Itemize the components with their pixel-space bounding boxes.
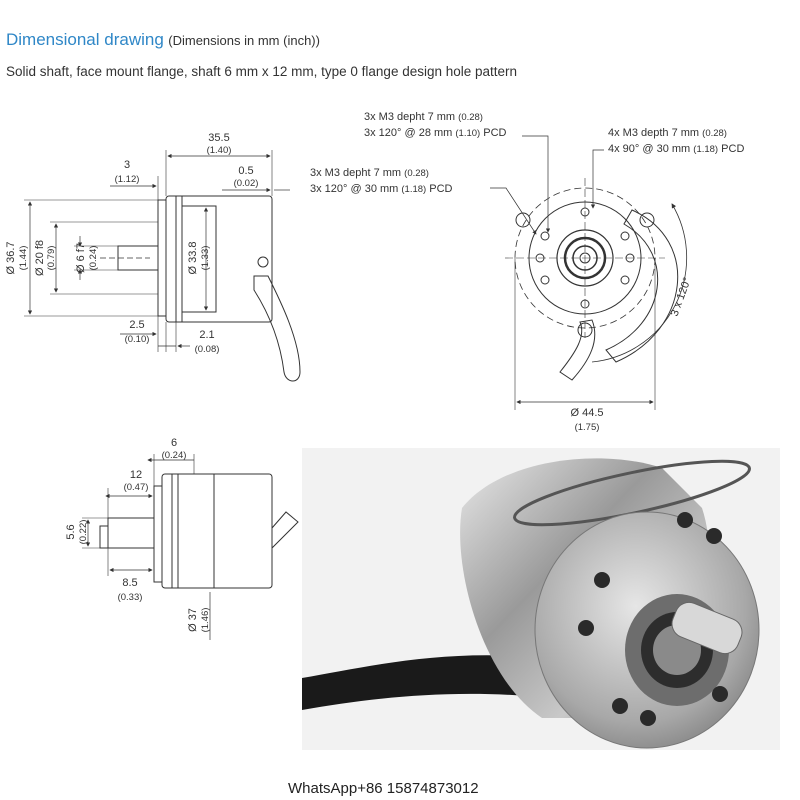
cable-gland (257, 256, 269, 268)
holes-30-a: 3x M3 depht 7 mm (0.28) (310, 167, 429, 179)
dim-8-5: 8.5 (122, 577, 137, 589)
dia-33-8-inch: (1.33) (200, 246, 211, 271)
side-view (24, 150, 301, 382)
dim-6-inch: (0.24) (162, 450, 187, 461)
photo-shaft (671, 601, 743, 655)
hole (580, 299, 590, 309)
dim-5-6-inch: (0.22) (78, 520, 89, 545)
title-main: Dimensional drawing (6, 30, 164, 49)
dim-12: 12 (130, 469, 142, 481)
lower-view-labels: 6 (0.24) 12 (0.47) 5.6 (0.22) 8.5 (0.33)… (65, 437, 211, 632)
dim-0-5-inch: (0.02) (234, 178, 259, 189)
cable-front (559, 319, 596, 381)
holes-4-b: 4x 90° @ 30 mm (1.18) PCD (608, 143, 744, 155)
photo-hole (594, 572, 610, 588)
photo-hole (612, 698, 628, 714)
body-inner (181, 205, 217, 313)
dim-2-1-inch: (0.08) (195, 344, 220, 355)
lower-flange (153, 485, 163, 583)
photo-hole (712, 686, 728, 702)
angle-arc (591, 203, 688, 363)
dia-36-7-inch: (1.44) (18, 246, 29, 271)
lower-cable (271, 511, 299, 550)
page-subtitle: Solid shaft, face mount flange, shaft 6 … (6, 64, 518, 79)
dim-3-inch: (1.12) (115, 174, 140, 185)
product-photo (302, 448, 780, 750)
angle-label: 3 x 120° (669, 276, 694, 318)
lower-view (82, 454, 299, 640)
dia-20-inch: (0.79) (46, 246, 57, 271)
cable (253, 275, 301, 382)
dia-44-5: Ø 44.5 (570, 407, 603, 419)
photo-hole (677, 512, 693, 528)
side-view-labels: 35.5 (1.40) 3 (1.12) 0.5 (0.02) Ø 36.7 (… (5, 132, 258, 355)
body-outline (165, 195, 273, 323)
hole (580, 207, 590, 217)
photo-hole (640, 710, 656, 726)
photo-cable (302, 655, 552, 710)
dim-35-5: 35.5 (208, 132, 229, 144)
hole (535, 253, 545, 263)
angle-wedge (605, 209, 679, 363)
dim-2-5-inch: (0.10) (125, 334, 150, 345)
dia-44-5-inch: (1.75) (575, 422, 600, 433)
dia-36-7: Ø 36.7 (5, 241, 17, 274)
dim-2-1: 2.1 (199, 329, 214, 341)
dia-6: Ø 6 f7 (75, 243, 87, 273)
shaft-tip (99, 525, 109, 549)
dim-5-6: 5.6 (65, 524, 77, 539)
dia-33-8: Ø 33.8 (187, 241, 199, 274)
dia-20: Ø 20 f8 (34, 240, 46, 276)
holes-30-b: 3x 120° @ 30 mm (1.18) PCD (310, 183, 453, 195)
holes-4-a: 4x M3 depth 7 mm (0.28) (608, 127, 727, 139)
title-note: (Dimensions in mm (inch)) (168, 33, 320, 48)
holes-28-a: 3x M3 depht 7 mm (0.28) (364, 111, 483, 123)
clamp-hole (639, 212, 655, 228)
dim-8-5-inch: (0.33) (118, 592, 143, 603)
hole (620, 231, 630, 241)
photo-hole (706, 528, 722, 544)
holes-28-b: 3x 120° @ 28 mm (1.10) PCD (364, 127, 507, 139)
clamp-hole (577, 322, 593, 338)
hole (540, 275, 550, 285)
hole (540, 231, 550, 241)
front-view-labels: 3x M3 depht 7 mm (0.28) 3x 120° @ 28 mm … (310, 111, 744, 433)
hole (625, 253, 635, 263)
encoder-photo (302, 458, 760, 749)
lower-shaft (107, 517, 155, 549)
hole (620, 275, 630, 285)
dim-0-5: 0.5 (238, 165, 253, 177)
front-view (490, 135, 688, 410)
dia-37: Ø 37 (187, 608, 199, 632)
dim-12-inch: (0.47) (124, 482, 149, 493)
dim-6: 6 (171, 437, 177, 449)
contact-text: WhatsApp+86 15874873012 (288, 780, 479, 797)
dim-35-5-inch: (1.40) (207, 145, 232, 156)
photo-hole (578, 620, 594, 636)
dia-37-inch: (1.46) (200, 608, 211, 633)
flange-outline (157, 199, 167, 317)
dim-3: 3 (124, 159, 130, 171)
dia-6-inch: (0.24) (88, 246, 99, 271)
dim-2-5: 2.5 (129, 319, 144, 331)
clamp-hole (515, 212, 531, 228)
page-title: Dimensional drawing (Dimensions in mm (i… (6, 30, 320, 50)
